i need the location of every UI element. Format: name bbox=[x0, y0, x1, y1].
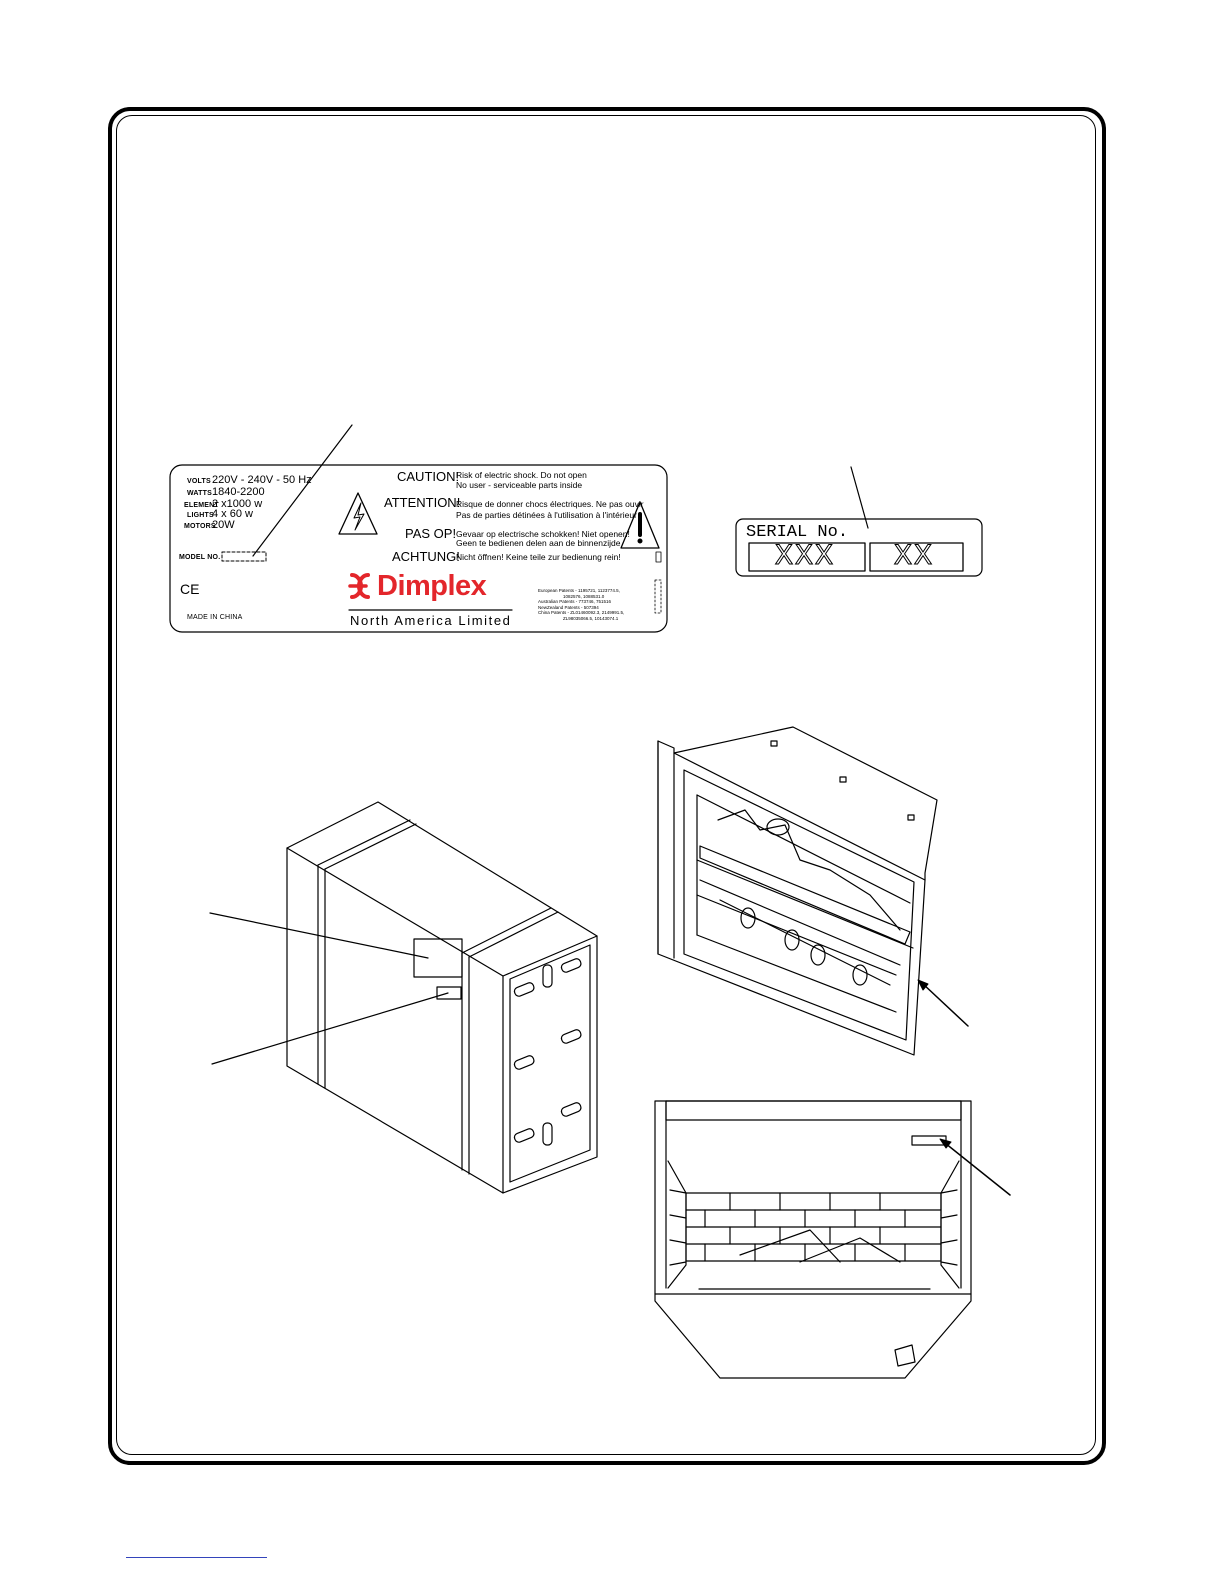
model-number-label: MODEL NO. bbox=[179, 554, 221, 561]
serial-label-title: SERIAL No. bbox=[746, 523, 849, 542]
serial-label-leader-line bbox=[211, 992, 449, 1065]
patent-list: European Patents - 1195721, 1123774.5, 1… bbox=[538, 588, 625, 621]
insert-leader-arrowhead bbox=[917, 979, 929, 991]
element-label: ELEMENT bbox=[184, 502, 219, 509]
warning-text-de-1: Nicht öffnen! Keine teile zur bedienung … bbox=[456, 552, 621, 562]
warning-text-fr-1: Risque de donner chocs électriques. Ne p… bbox=[456, 499, 644, 509]
plate-side-mark bbox=[655, 551, 662, 563]
volts-label: VOLTS bbox=[187, 478, 211, 485]
lights-value: 4 x 60 w bbox=[212, 508, 253, 520]
warning-text-en-2: No user - serviceable parts inside bbox=[456, 480, 583, 490]
serial-field-1-box bbox=[748, 542, 866, 572]
watts-value: 1840-2200 bbox=[212, 486, 265, 498]
ce-mark: CE bbox=[180, 581, 200, 597]
serial-label-plate bbox=[735, 518, 983, 577]
rating-label-plate bbox=[169, 464, 668, 633]
brand-subtitle: North America Limited bbox=[350, 613, 512, 628]
fireplace-front-view-drawing bbox=[654, 1100, 972, 1379]
electric-hazard-icon bbox=[338, 492, 378, 535]
serial-field-2: XX bbox=[893, 540, 935, 574]
insert-leader-line bbox=[921, 982, 969, 1027]
brand-name: Dimplex bbox=[377, 570, 487, 602]
serial-field-2-box bbox=[869, 542, 964, 572]
model-number-box bbox=[221, 551, 267, 562]
watts-label: WATTS bbox=[187, 490, 212, 497]
motors-value: 20W bbox=[212, 519, 235, 531]
rating-label-leader-line bbox=[209, 912, 429, 959]
warning-heading-de: ACHTUNG! bbox=[392, 549, 460, 564]
motors-label: MOTORS bbox=[184, 523, 216, 530]
warning-heading-nl: PAS OP! bbox=[405, 526, 457, 541]
firebox-cabinet-drawing bbox=[286, 801, 598, 1194]
warning-heading-fr: ATTENTION! bbox=[384, 495, 461, 510]
warning-heading-en: CAUTION! bbox=[397, 469, 460, 484]
page-border bbox=[108, 107, 1106, 1465]
footer-link-underline[interactable] bbox=[126, 1557, 267, 1558]
warning-text-fr-2: Pas de parties détinées à l'utilisation … bbox=[456, 510, 637, 520]
serial-field-1: XXX bbox=[774, 540, 836, 574]
fireplace-insert-drawing bbox=[657, 726, 938, 1056]
warning-text-en-1: Risk of electric shock. Do not open bbox=[456, 470, 587, 480]
model-number-leader-line bbox=[252, 424, 353, 557]
page-border-inner bbox=[116, 115, 1096, 1455]
front-view-leader-line bbox=[944, 1142, 1011, 1196]
front-view-leader-arrowhead bbox=[939, 1138, 952, 1149]
plate-side-mark-2 bbox=[654, 579, 662, 614]
warning-text-nl-2: Geen te bedienen delen aan de binnenzijd… bbox=[456, 538, 621, 548]
lights-label: LIGHTS bbox=[187, 512, 214, 519]
made-in-label: MADE IN CHINA bbox=[187, 614, 243, 621]
serial-number-leader-line bbox=[850, 466, 869, 529]
warning-text-nl-1: Gevaar op electrische schokken! Niet ope… bbox=[456, 529, 630, 539]
warning-triangle-icon bbox=[620, 501, 660, 549]
dimplex-logo-icon bbox=[348, 573, 370, 599]
volts-value: 220V - 240V - 50 Hz bbox=[212, 474, 312, 486]
element-value: 2 x1000 w bbox=[212, 498, 263, 510]
